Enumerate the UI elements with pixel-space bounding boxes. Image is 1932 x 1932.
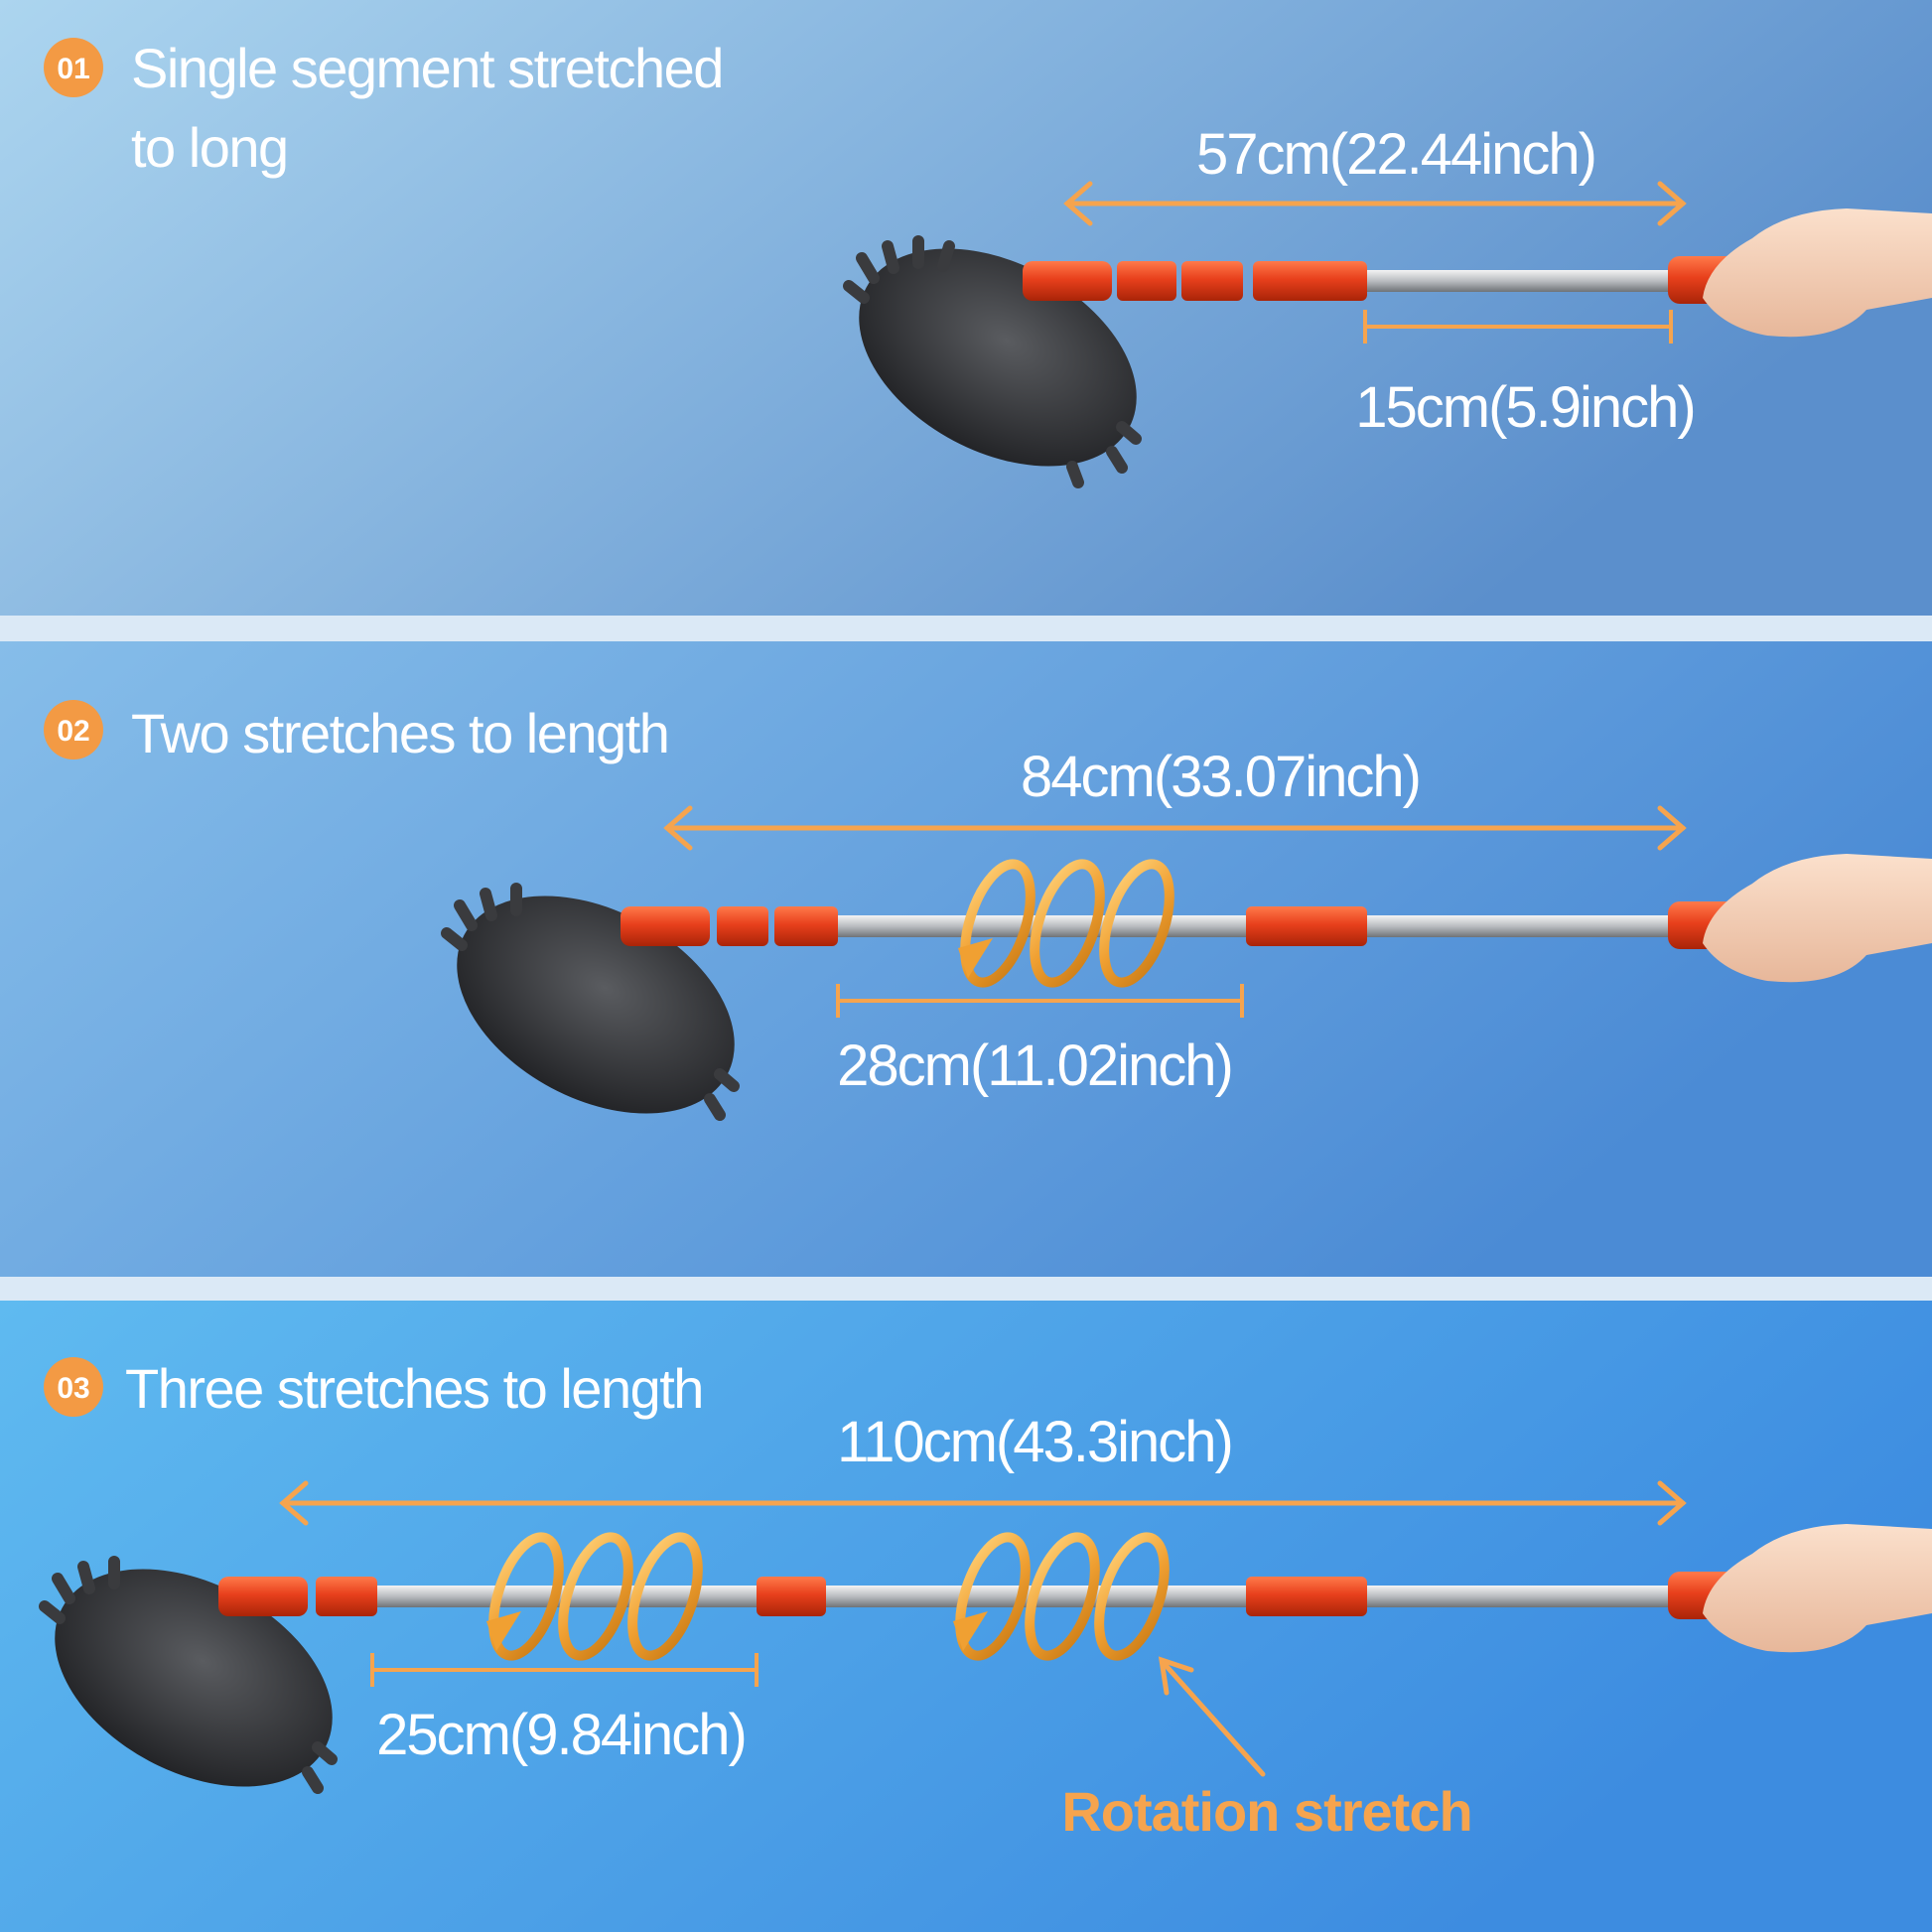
- total-length-arrow: [1063, 181, 1687, 226]
- step-badge: [44, 700, 103, 759]
- step-title: Single segment stretched: [131, 37, 723, 99]
- divider: [0, 1277, 1932, 1301]
- segment-length-label: 25cm(9.84inch): [376, 1703, 746, 1767]
- extension-pole: [621, 901, 1866, 949]
- panel-1: 01 Single segment stretched to long 57cm…: [44, 37, 1932, 488]
- hand: [1703, 854, 1932, 983]
- total-length-label: 84cm(33.07inch): [1021, 745, 1420, 809]
- panel-3: 03 Three stretches to length 110cm(43.3i…: [39, 1357, 1932, 1843]
- divider: [0, 616, 1932, 641]
- panel-2: 02 Two stretches to length 84cm(33.07inc…: [44, 700, 1932, 1121]
- rotation-spiral-icon: [486, 1532, 703, 1661]
- rotation-spiral-icon: [958, 859, 1174, 988]
- hand: [1703, 208, 1932, 338]
- step-title-line-2: to long: [131, 116, 288, 179]
- step-badge: [44, 1357, 103, 1417]
- step-badge-number: 01: [57, 53, 89, 85]
- segment-length-bracket: [836, 984, 1244, 1018]
- mop-head: [843, 235, 1142, 488]
- rotation-stretch-callout: Rotation stretch: [1061, 1780, 1471, 1843]
- segment-length-bracket: [370, 1653, 759, 1687]
- segment-length-label: 15cm(5.9inch): [1355, 375, 1694, 440]
- step-badge-number: 03: [57, 1372, 89, 1405]
- total-length-label: 110cm(43.3inch): [837, 1410, 1232, 1474]
- step-title: Two stretches to length: [131, 702, 668, 764]
- total-length-arrow: [663, 805, 1687, 851]
- step-badge-number: 02: [57, 715, 89, 748]
- total-length-arrow: [279, 1480, 1687, 1526]
- mop-head: [39, 1556, 338, 1794]
- total-length-label: 57cm(22.44inch): [1196, 122, 1595, 187]
- segment-length-label: 28cm(11.02inch): [837, 1034, 1232, 1098]
- step-title: Three stretches to length: [125, 1357, 703, 1420]
- mop-head: [441, 883, 740, 1121]
- hand: [1703, 1524, 1932, 1653]
- segment-length-bracket: [1363, 310, 1673, 344]
- step-badge: [44, 38, 103, 97]
- callout-pointer-arrow: [1158, 1656, 1266, 1777]
- rotation-spiral-icon: [953, 1532, 1170, 1661]
